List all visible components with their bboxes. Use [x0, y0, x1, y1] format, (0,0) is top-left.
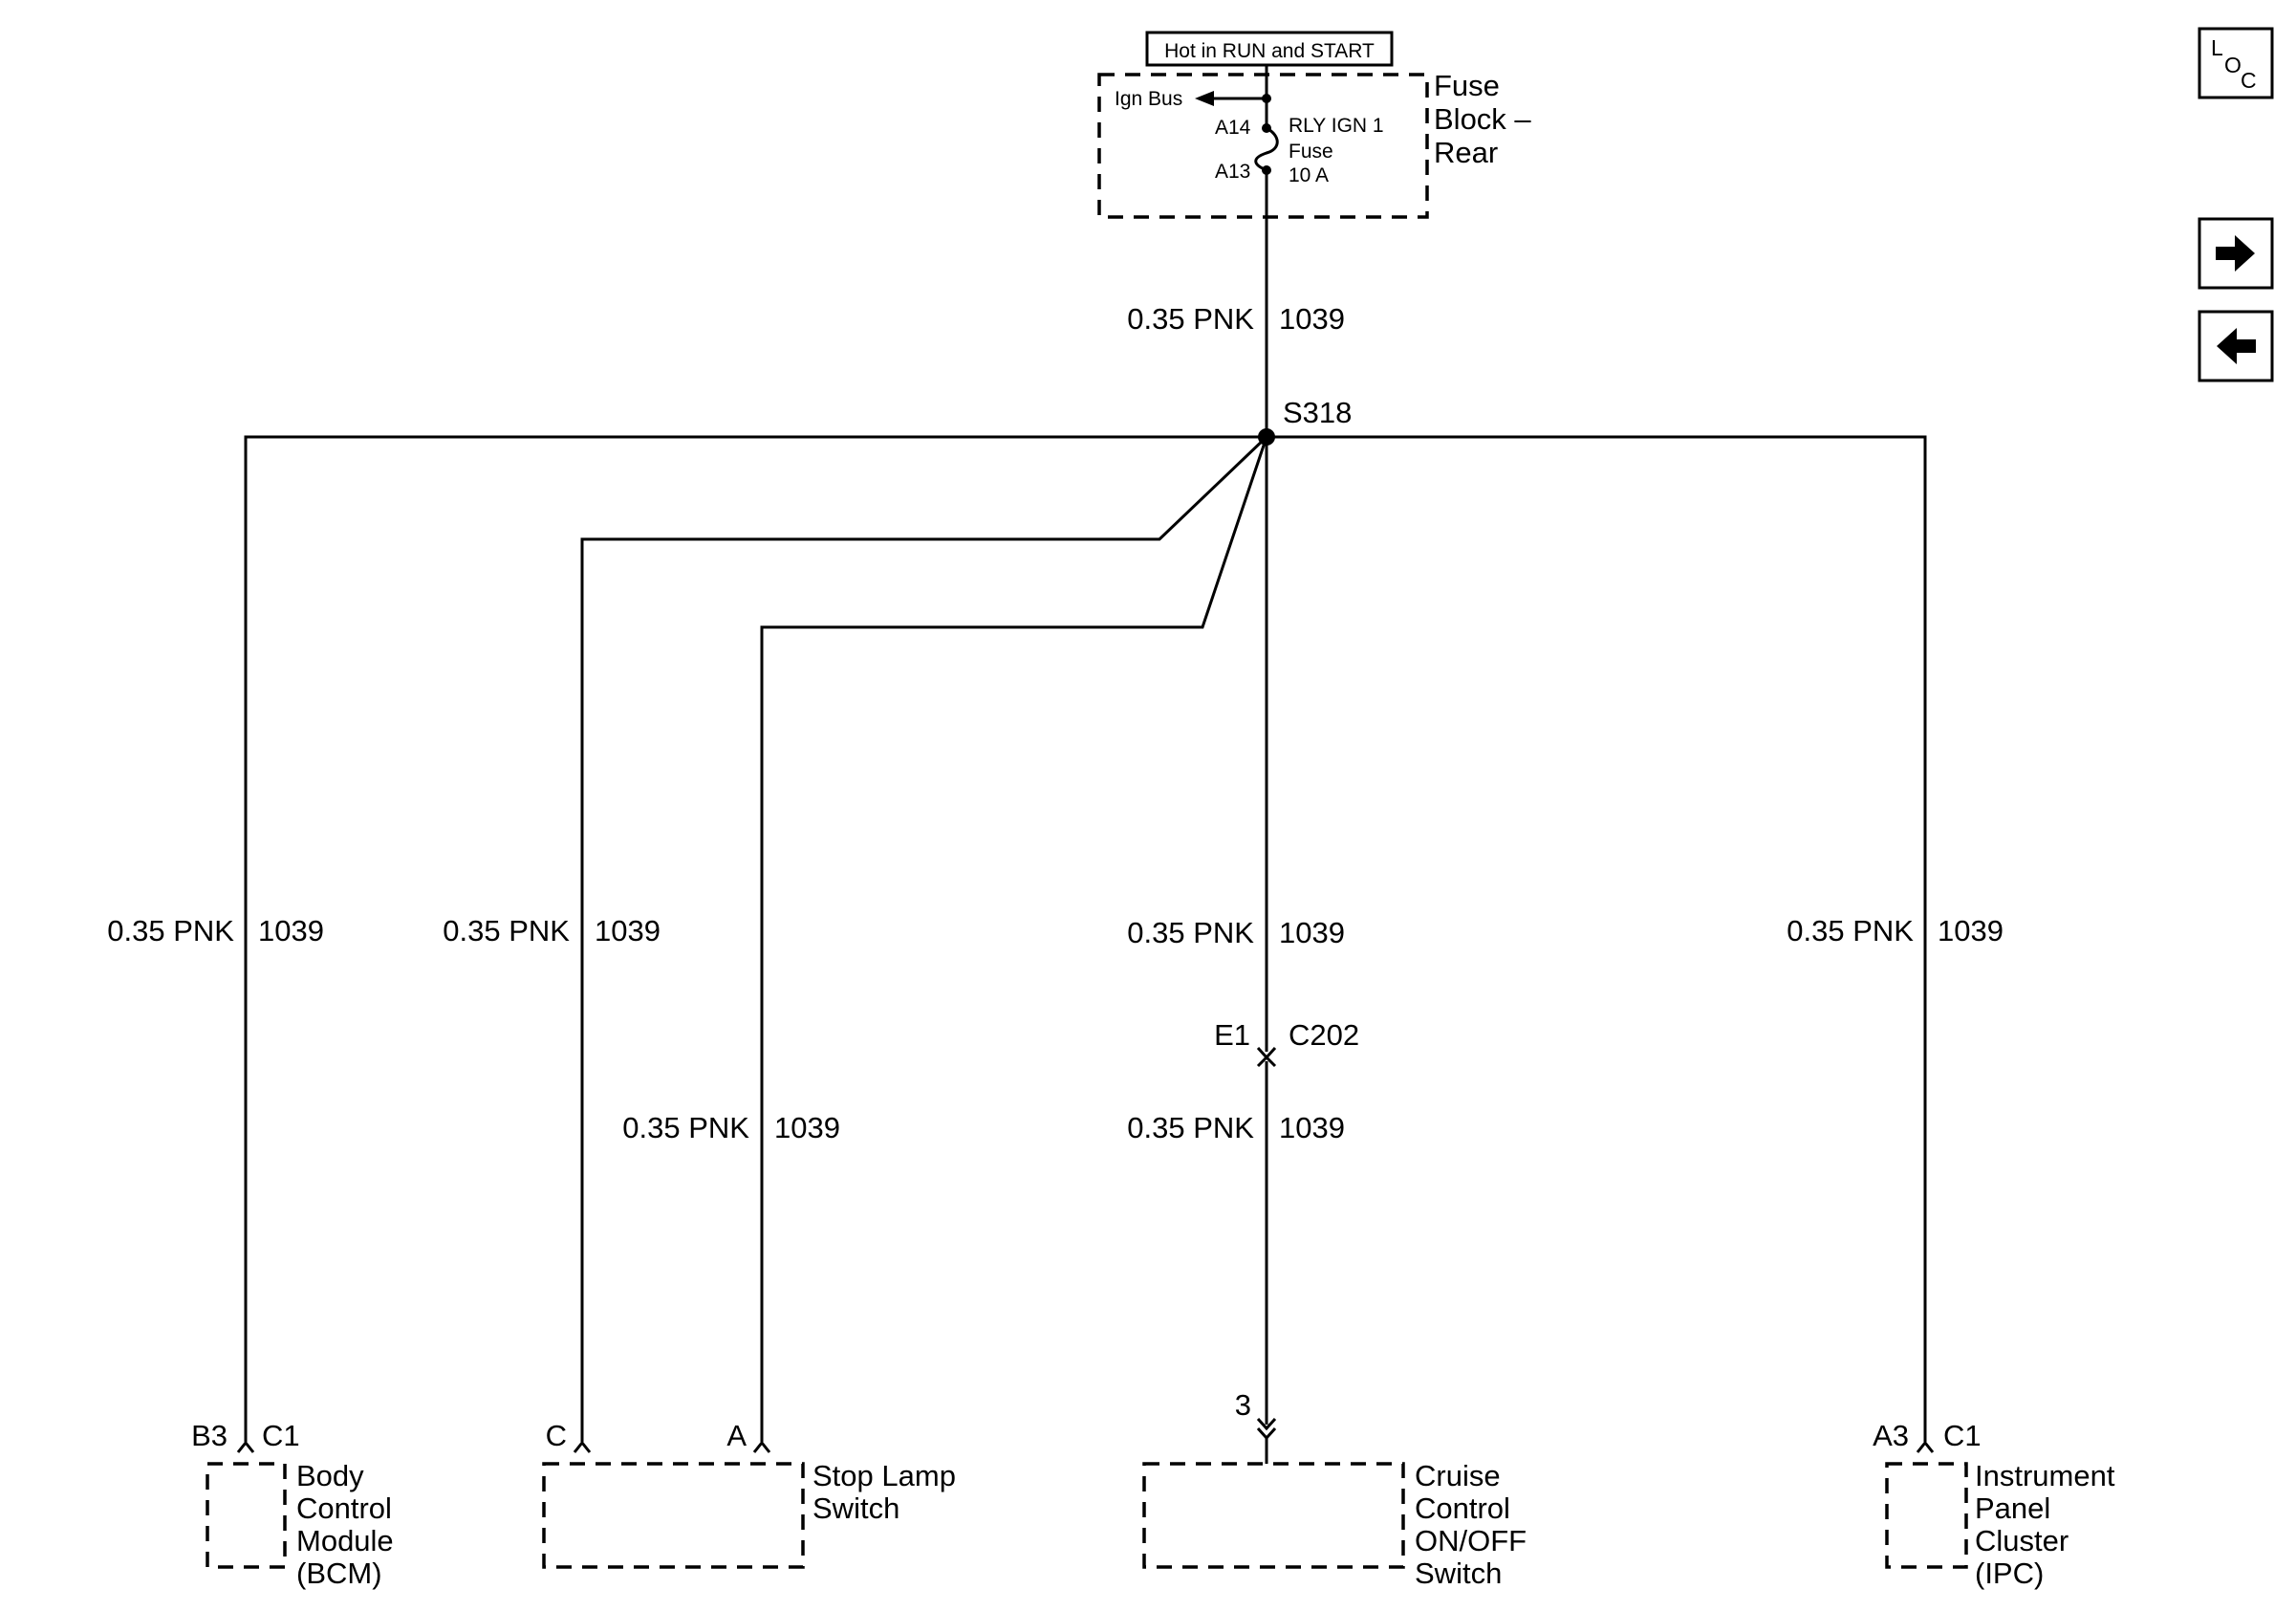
stop-lamp-name-line1: Stop Lamp — [812, 1459, 956, 1492]
ipc-wire-gauge-label: 0.35 PNK — [1787, 914, 1914, 947]
cruise-name-line4: Switch — [1415, 1557, 1502, 1590]
ipc-name-line3: Cluster — [1975, 1524, 2069, 1557]
stop-lamp-outline — [542, 1462, 805, 1569]
trunk-wire-circuit-label: 1039 — [1279, 302, 1345, 336]
ipc-terminal-symbol — [1916, 1440, 1935, 1453]
cruise-name-line2: Control — [1415, 1491, 1510, 1525]
fuse-element-icon — [1254, 126, 1279, 172]
bcm-name-line2: Control — [296, 1491, 392, 1525]
ign-bus-arrow-icon — [1195, 91, 1214, 106]
previous-page-button[interactable] — [2198, 310, 2274, 382]
fuse-rating-label: 10 A — [1289, 164, 1329, 186]
trunk-wire-gauge-label: 0.35 PNK — [1127, 302, 1254, 336]
cruise-outline — [1142, 1462, 1405, 1569]
bcm-terminal-symbol — [236, 1440, 255, 1453]
ipc-name-line1: Instrument — [1975, 1459, 2115, 1492]
ipc-branch-wire — [1267, 435, 1927, 1442]
ipc-outline — [1885, 1462, 1968, 1569]
bcm-wire-circuit-label: 1039 — [258, 914, 324, 947]
bcm-connector-label: C1 — [262, 1419, 300, 1452]
component-bcm: B3 C1 Body Control Module (BCM) — [191, 1419, 394, 1590]
component-stop-lamp-switch: C A Stop Lamp Switch — [542, 1419, 956, 1569]
ipc-connector-label: C1 — [1943, 1419, 1982, 1452]
pin-a14-label: A14 — [1215, 117, 1251, 139]
loc-button[interactable]: L O C — [2198, 27, 2274, 99]
c202-id-label: C202 — [1289, 1018, 1359, 1052]
cruise-lower-wire-gauge-label: 0.35 PNK — [1127, 1111, 1254, 1144]
ipc-name-line2: Panel — [1975, 1491, 2050, 1525]
arrow-right-icon — [2216, 235, 2255, 272]
splice-id-label: S318 — [1283, 396, 1352, 429]
cruise-name-line1: Cruise — [1415, 1459, 1501, 1492]
arrow-left-icon — [2217, 328, 2256, 364]
ipc-pin-label: A3 — [1873, 1419, 1909, 1452]
bcm-outline — [206, 1462, 287, 1569]
stop-lamp-pin-c-label: C — [546, 1419, 567, 1452]
component-cruise-switch: 3 Cruise Control ON/OFF Switch — [1142, 1388, 1527, 1590]
fuse-block-outline — [1097, 73, 1429, 219]
connector-c202: E1 C202 — [1214, 1018, 1359, 1068]
stop-lamp-c-wire-circuit-label: 1039 — [595, 914, 661, 947]
fuse-block-name-line2: Block – — [1434, 102, 1531, 136]
ign-bus-label: Ign Bus — [1115, 88, 1182, 110]
loc-icon-letter-l: L — [2211, 35, 2223, 60]
bcm-name-line1: Body — [296, 1459, 364, 1492]
bcm-pin-label: B3 — [191, 1419, 227, 1452]
bcm-branch-wire — [244, 435, 1267, 1442]
cruise-upper-wire-circuit-label: 1039 — [1279, 916, 1345, 949]
cruise-terminal-symbol — [1256, 1417, 1277, 1464]
loc-icon-letter-c: C — [2241, 68, 2257, 93]
hot-in-run-start-box — [1145, 31, 1394, 67]
fuse-block-rear: Hot in RUN and START Fuse Block – Rear I… — [1097, 31, 1531, 219]
bcm-name-line3: Module — [296, 1524, 394, 1557]
stop-lamp-pin-a-label: A — [726, 1419, 747, 1452]
stop-lamp-c-wire-gauge-label: 0.35 PNK — [443, 914, 570, 947]
component-ipc: A3 C1 Instrument Panel Cluster (IPC) — [1873, 1419, 2115, 1590]
stop-lamp-a-wire-circuit-label: 1039 — [774, 1111, 840, 1144]
stop-lamp-a-wire-gauge-label: 0.35 PNK — [622, 1111, 749, 1144]
c202-pin-label: E1 — [1214, 1018, 1250, 1052]
loc-icon — [2198, 27, 2274, 99]
fuse-word-label: Fuse — [1289, 141, 1333, 163]
cruise-upper-wire-gauge-label: 0.35 PNK — [1127, 916, 1254, 949]
stop-lamp-c-terminal-symbol — [573, 1440, 592, 1453]
cruise-pin-label: 3 — [1235, 1388, 1251, 1422]
hot-in-run-start-label: Hot in RUN and START — [1164, 40, 1375, 62]
fuse-block-name-line1: Fuse — [1434, 69, 1500, 102]
bcm-wire-gauge-label: 0.35 PNK — [107, 914, 234, 947]
stop-lamp-name-line2: Switch — [812, 1491, 899, 1525]
ipc-wire-circuit-label: 1039 — [1938, 914, 2004, 947]
cruise-name-line3: ON/OFF — [1415, 1524, 1527, 1557]
bcm-name-line4: (BCM) — [296, 1557, 382, 1590]
stop-lamp-a-terminal-symbol — [752, 1440, 771, 1453]
fuse-block-name-line3: Rear — [1434, 136, 1498, 169]
next-page-button[interactable] — [2198, 217, 2274, 290]
cruise-lower-wire-circuit-label: 1039 — [1279, 1111, 1345, 1144]
fuse-name-label: RLY IGN 1 — [1289, 115, 1384, 137]
pin-a13-label: A13 — [1215, 161, 1250, 183]
stop-lamp-a-branch-wire — [760, 436, 1268, 1442]
ipc-name-line4: (IPC) — [1975, 1557, 2044, 1590]
stop-lamp-c-branch-wire — [580, 435, 1268, 1442]
loc-icon-letter-o: O — [2224, 53, 2242, 77]
